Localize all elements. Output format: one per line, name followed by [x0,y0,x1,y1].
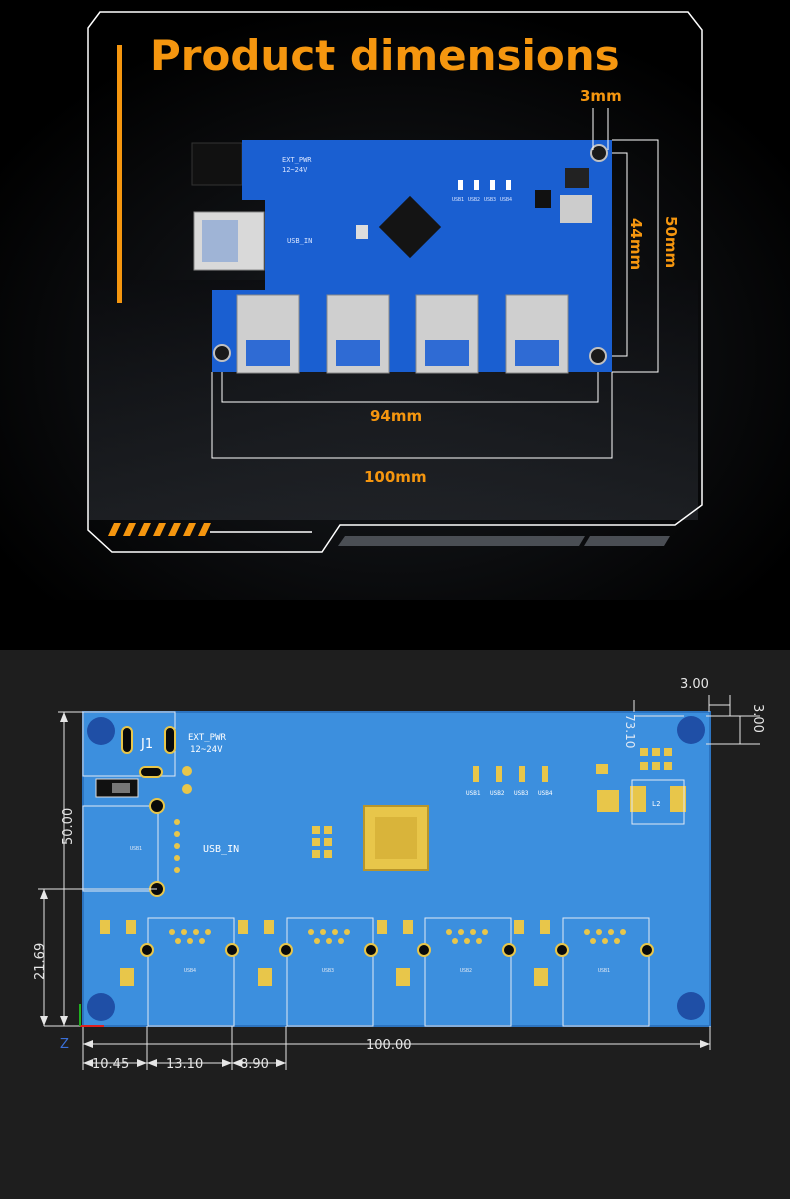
dimension-lines [211,108,659,459]
cad-label-ext-pwr: EXT_PWR [188,733,227,743]
cad-mount-holes [87,716,705,1021]
frame-bar-2 [584,536,670,546]
dim-hole-size: 3mm [580,87,622,105]
cad-usb-footprint [555,917,654,1027]
cad-label-j1: J1 [140,737,153,752]
dim-height-outer: 50mm [662,216,680,268]
cad-port-label: USB3 [322,968,334,974]
dc-jack [191,142,243,186]
cad-label-usb1: USB1 [466,790,481,797]
board-label-voltage: 12~24V [282,166,308,174]
cad-usb-footprint [140,917,239,1027]
usb-port [236,294,300,374]
page-title: Product dimensions [150,31,620,80]
cad-usb-footprint [279,917,378,1027]
mount-hole [213,344,231,362]
axis-marker: Z [60,1004,104,1052]
cad-label-usb2: USB2 [490,790,505,797]
cad-dim-hole-a: 3.00 [680,677,709,692]
cad-label-usb4: USB4 [538,790,553,797]
cad-port-label: USB2 [460,968,472,974]
bottom-panel: J1 EXT_PWR 12~24V USB_IN USB1 L2 USB1 US… [0,650,790,1199]
top-panel: Product dimensions [0,0,790,600]
board-label-ext-pwr: EXT_PWR [282,156,312,164]
dim-width-outer: 100mm [364,468,427,486]
hazard-stripes [108,523,211,536]
cad-dim-hole-b: 3.00 [750,704,765,733]
tech-frame [87,11,703,553]
board-photo: EXT_PWR 12~24V USB_IN USB1 USB2 USB3 USB… [191,140,612,374]
cad-dim-height-partial: 21.69 [33,943,48,980]
dim-height-inner: 44mm [627,218,645,270]
mount-hole [589,347,607,365]
axis-label-z: Z [60,1037,69,1052]
cad-dim-offset-1: 10.45 [92,1057,129,1072]
cad-label-voltage: 12~24V [190,745,223,755]
cad-label-usb-in: USB_IN [203,844,239,855]
cad-dim-width: 100.00 [366,1038,412,1053]
cad-dim-offset-3: 8.90 [240,1057,269,1072]
board-label-usb2: USB2 [468,197,480,203]
hub-chip [378,195,442,259]
board-label-usb1: USB1 [452,197,464,203]
cad-dimension-arrows [40,712,710,1067]
cad-dim-hole-offset: 73.10 [623,714,637,748]
board-label-usb-in: USB_IN [287,237,312,245]
usb-port [415,294,479,374]
cad-label-usb3: USB3 [514,790,529,797]
accent-vertical-bar [117,45,122,303]
cad-label-l2: L2 [652,800,660,808]
mount-hole [590,144,608,162]
cad-inductor [631,779,685,825]
cad-dim-offset-2: 13.10 [166,1057,203,1072]
cad-label-usb-in-small: USB1 [130,846,142,852]
cad-usb-footprint [417,917,516,1027]
board-label-usb4: USB4 [500,197,512,203]
usb-port [505,294,569,374]
cad-dimension-lines [38,695,760,1070]
frame-bar-1 [338,536,585,546]
board-label-usb3: USB3 [484,197,496,203]
cad-dim-height: 50.00 [61,808,76,845]
cad-port-label: USB4 [184,968,196,974]
cad-port-label: USB1 [598,968,610,974]
cad-usb-in-area [82,805,159,892]
dim-width-inner: 94mm [370,407,422,425]
usb-port [326,294,390,374]
